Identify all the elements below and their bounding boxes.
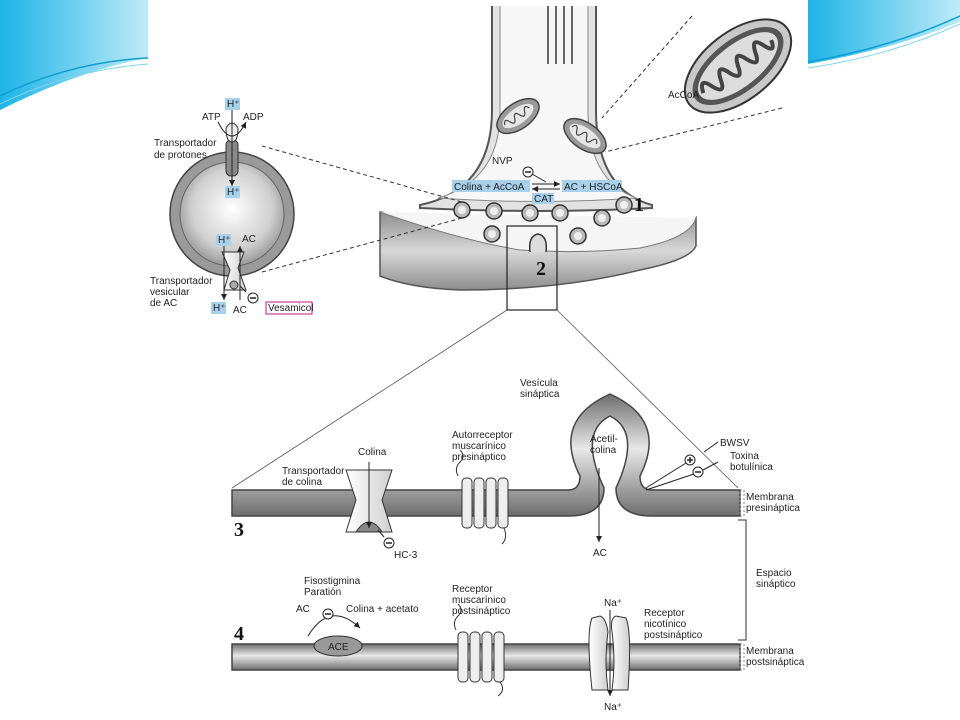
bwsv-label: BWSV [720,438,750,449]
ace-enzyme [313,635,363,657]
zoom-line [604,107,783,153]
choline-transporter [345,462,393,533]
ace-label: ACE [328,642,349,653]
h-plus-label: H⁺ [218,235,231,246]
left-decoration [0,0,149,720]
ac-release-label: AC [593,548,607,559]
step-number-3: 3 [234,519,244,541]
nvp-label: NVP [492,156,513,167]
post-membrane-label: Membrana postsináptica [746,646,805,668]
mito-label: AcCoA [668,90,699,101]
synapse-detail: Autorreceptor muscarínico presináptico C… [231,378,805,713]
zoom-line [231,309,508,489]
h-plus-label: H⁺ [227,99,240,110]
step-number-2: 2 [536,258,546,280]
choline-label: Colina [358,447,387,458]
ac-label: AC [242,234,256,245]
nic-receptor-label: Receptor nicotínico postsináptico [644,608,703,641]
mitochondrion-right [563,117,607,155]
vesamicol-label: Vesamicol [268,303,314,314]
adp-label: ADP [243,112,264,123]
h-plus-label: H⁺ [213,303,226,314]
autoreceptor [455,449,509,545]
step-number-4: 4 [234,623,244,645]
zoom-line [261,145,463,203]
zoom-line [556,309,739,489]
reaction-left-box [452,180,530,192]
vesicular-transporter-label: Transportador vesicular de AC [150,276,215,309]
enzyme-box [532,193,554,204]
hydrolysis-arrow [307,615,361,637]
zoom-box [506,225,558,311]
nicotinic-receptor [588,610,631,696]
h-plus-label: H⁺ [227,187,240,198]
proton-transporter-label: Transportador de protones [154,138,219,161]
right-decoration [807,0,960,720]
axon-filaments [547,6,573,64]
zoom-line [601,15,693,119]
choline-transporter-label: Transportador de colina [282,466,347,488]
nerve-terminal: AcCoA NVP Colina + AcCoA AC + HSCoA CAT [379,6,793,311]
muscarinic-receptor [453,603,505,697]
vesicle-group [453,196,633,253]
na-label: Na⁺ [604,702,622,713]
reaction-right-box [562,180,622,192]
vesamicol-box [265,301,313,315]
toxin-label: Toxina botulínica [730,451,773,473]
na-label: Na⁺ [604,598,622,609]
reaction-left: Colina + AcCoA [454,182,525,193]
acetylcholine-label: Acetil- colina [590,434,621,456]
reaction-right: AC + HSCoA [564,182,623,193]
mitochondrion-left [496,97,540,135]
inhibitors-label: Fisostigmina Paratión [304,576,363,598]
atp-label: ATP [202,112,221,123]
vesicle-detail: H⁺ ATP ADP Transportador de protones H⁺ … [150,98,314,316]
musc-receptor-label: Receptor muscarínico postsináptico [452,584,511,617]
step-number-1: 1 [634,194,644,216]
cleft-bracket [738,519,747,641]
products-label: Colina + acetato [346,604,419,615]
autoreceptor-label: Autorreceptor muscarínico presináptico [452,430,515,463]
enzyme-label: CAT [534,194,553,205]
mitochondrion-enlarged [683,18,793,114]
pre-membrane-label: Membrana presináptica [746,492,800,514]
ac-substrate-label: AC [296,604,310,615]
cleft-label: Espacio sináptico [756,568,796,590]
toxin-line [645,471,701,491]
ac-label: AC [233,305,247,316]
vesicle-label: Vesícula sináptica [520,378,561,400]
hc3-label: HC-3 [394,550,418,561]
